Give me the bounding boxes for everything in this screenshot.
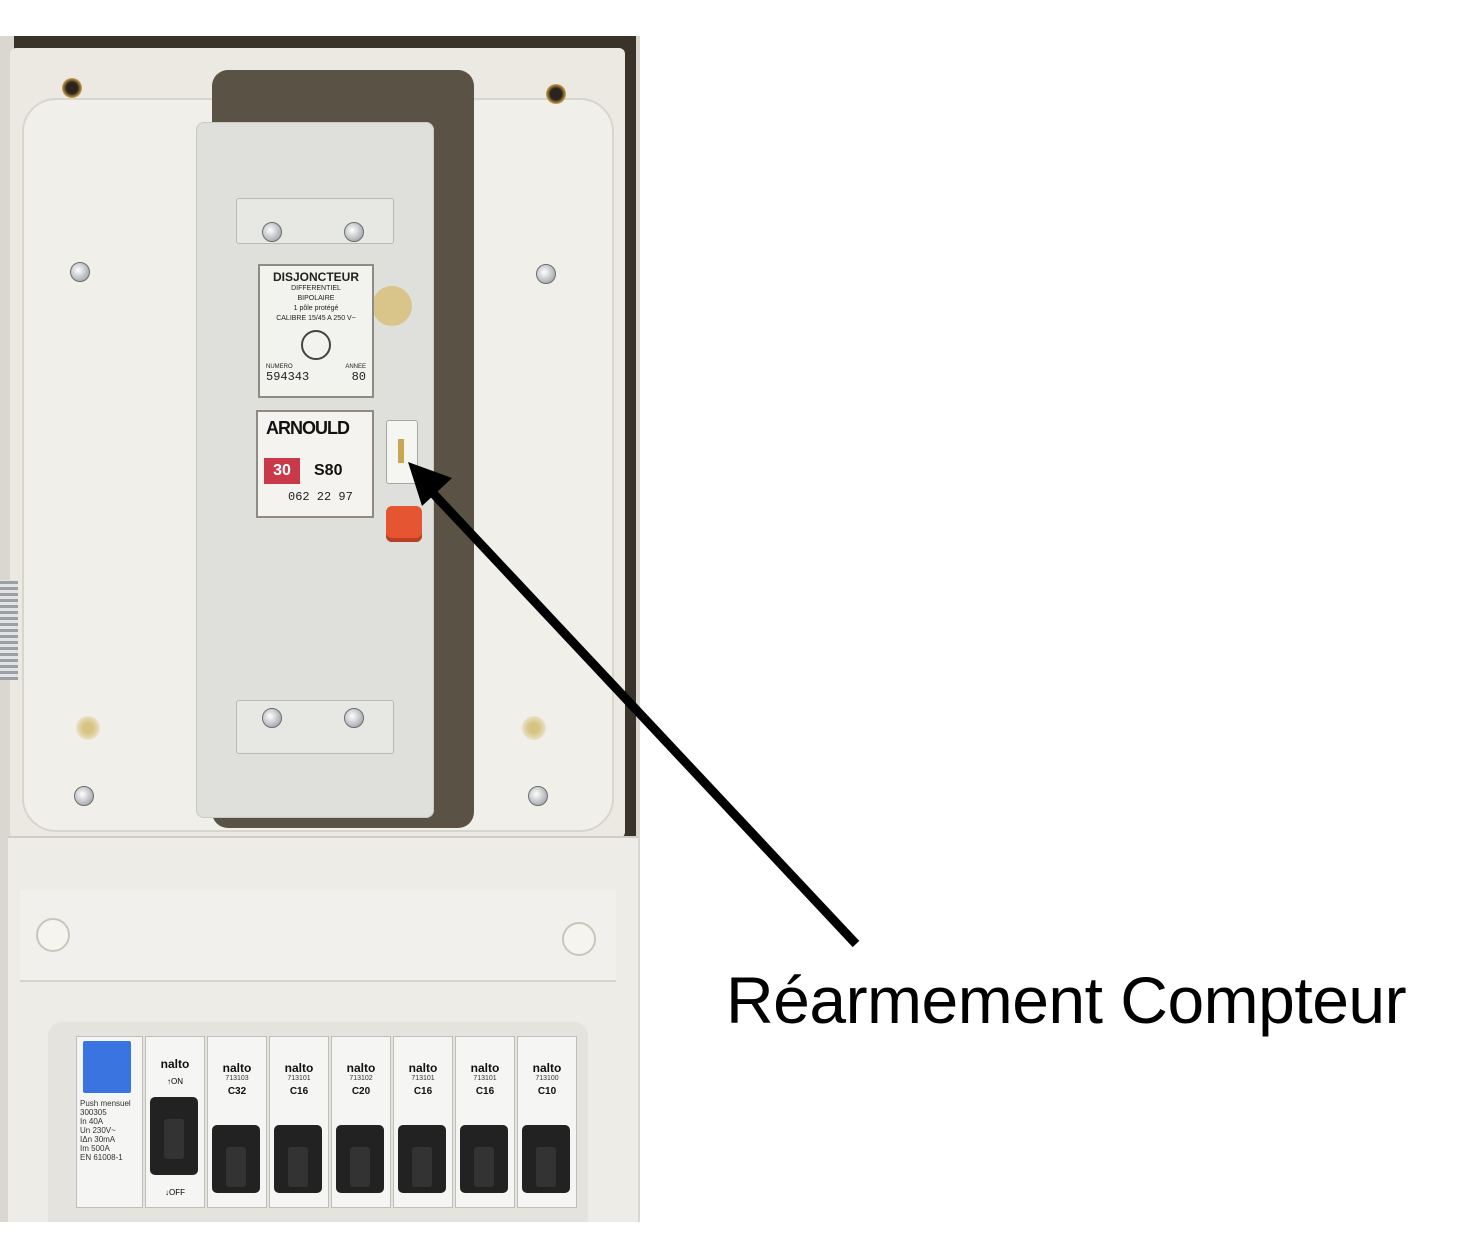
diff-text: EN 61008-1	[80, 1153, 123, 1162]
wall-top	[0, 0, 640, 36]
mounting-hole	[62, 78, 82, 98]
diff-text: 300305	[80, 1108, 107, 1117]
main-switch-lever[interactable]	[150, 1097, 198, 1175]
circuit-breaker: nalto 713101 C16	[269, 1036, 329, 1208]
off-text: OFF	[169, 1188, 185, 1197]
label-line: DIFFERENTIEL	[291, 285, 341, 292]
circuit-breaker: nalto 713102 C20	[331, 1036, 391, 1208]
screw	[344, 708, 364, 728]
circuit-breaker: nalto 713101 C16	[393, 1036, 453, 1208]
circuit-breaker: nalto 713101 C16	[455, 1036, 515, 1208]
module-calibre: C16	[413, 1086, 433, 1097]
electrical-panel-photo: DISJONCTEUR DIFFERENTIEL BIPOLAIRE 1 pôl…	[0, 0, 640, 1222]
screw	[262, 222, 282, 242]
plug-dot	[522, 716, 546, 740]
module-ref: 713101	[287, 1075, 311, 1082]
module-brand: nalto	[532, 1061, 562, 1075]
breaker-serial: 062 22 97	[288, 490, 353, 504]
diff-text: Im 500A	[80, 1144, 110, 1153]
circuit-breaker: nalto 713100 C10	[517, 1036, 577, 1208]
module-calibre: C16	[289, 1086, 309, 1097]
breaker-lever[interactable]	[398, 1125, 446, 1193]
lid-clip	[36, 918, 70, 952]
module-calibre: C20	[351, 1086, 371, 1097]
module-ref: 713100	[535, 1075, 559, 1082]
lid-clip	[562, 922, 596, 956]
year: 80	[351, 370, 366, 384]
on-text: ON	[171, 1077, 183, 1086]
module-brand: nalto	[222, 1061, 252, 1075]
label-line: 1 pôle protégé	[293, 305, 339, 312]
plug-dot	[76, 716, 100, 740]
top-bracket	[236, 198, 394, 244]
breaker-lever[interactable]	[274, 1125, 322, 1193]
screw	[262, 708, 282, 728]
module-ref: 713101	[411, 1075, 435, 1082]
module-brand: nalto	[408, 1061, 438, 1075]
breaker-lever[interactable]	[522, 1125, 570, 1193]
breaker-rating-label: DISJONCTEUR DIFFERENTIEL BIPOLAIRE 1 pôl…	[258, 264, 374, 398]
diff-text: IΔn 30mA	[80, 1135, 116, 1144]
numero-caption: NUMERO	[266, 364, 293, 370]
mounting-hole	[546, 84, 566, 104]
bottom-bracket	[236, 700, 394, 754]
certification-seal-icon	[301, 330, 331, 360]
module-calibre: C16	[475, 1086, 495, 1097]
din-rail: Push mensuel 300305 In 40A Un 230V~ IΔn …	[76, 1036, 577, 1208]
brand-name: ARNOULD	[266, 418, 350, 438]
on-label: ↑ON	[167, 1077, 183, 1086]
caption-text: Réarmement Compteur	[726, 963, 1407, 1037]
module-brand: nalto	[470, 1061, 500, 1075]
rating-badge: 30	[264, 458, 300, 484]
breaker-lever[interactable]	[212, 1125, 260, 1193]
breaker-lever[interactable]	[336, 1125, 384, 1193]
main-switch: nalto ↑ON ↓OFF	[145, 1036, 205, 1208]
screw	[74, 786, 94, 806]
screw	[536, 264, 556, 284]
module-ref: 713102	[349, 1075, 373, 1082]
seal-knob	[372, 286, 412, 326]
diff-text: In 40A	[80, 1117, 104, 1126]
screw	[344, 222, 364, 242]
circuit-breaker: nalto 713103 C32	[207, 1036, 267, 1208]
diff-text: Push mensuel	[80, 1099, 131, 1108]
annee-caption: ANNEE	[345, 364, 366, 370]
module-brand: nalto	[346, 1061, 376, 1075]
breaker-lever[interactable]	[460, 1125, 508, 1193]
module-calibre: C32	[227, 1086, 247, 1097]
differential-switch: Push mensuel 300305 In 40A Un 230V~ IΔn …	[76, 1036, 143, 1208]
label-line: CALIBRE 15/45 A 250 V~	[276, 315, 356, 322]
screw	[70, 262, 90, 282]
module-calibre: C10	[537, 1086, 557, 1097]
distribution-lid	[20, 890, 616, 982]
label-line: BIPOLAIRE	[297, 295, 335, 302]
module-brand: nalto	[284, 1061, 314, 1075]
breaker-type: S80	[314, 462, 343, 479]
test-push-button[interactable]	[83, 1041, 131, 1093]
label-title: DISJONCTEUR	[272, 270, 359, 284]
serial-number: 594343	[266, 370, 310, 384]
module-ref: 713103	[225, 1075, 249, 1082]
test-button[interactable]	[386, 506, 422, 542]
diff-text: Un 230V~	[80, 1126, 116, 1135]
module-ref: 713101	[473, 1075, 497, 1082]
brand-label: ARNOULD 30 S80 062 22 97	[256, 410, 374, 518]
screw	[528, 786, 548, 806]
cable-conduit	[0, 580, 18, 680]
module-brand: nalto	[160, 1057, 190, 1071]
reset-lever[interactable]	[386, 420, 418, 484]
off-label: ↓OFF	[165, 1188, 185, 1197]
